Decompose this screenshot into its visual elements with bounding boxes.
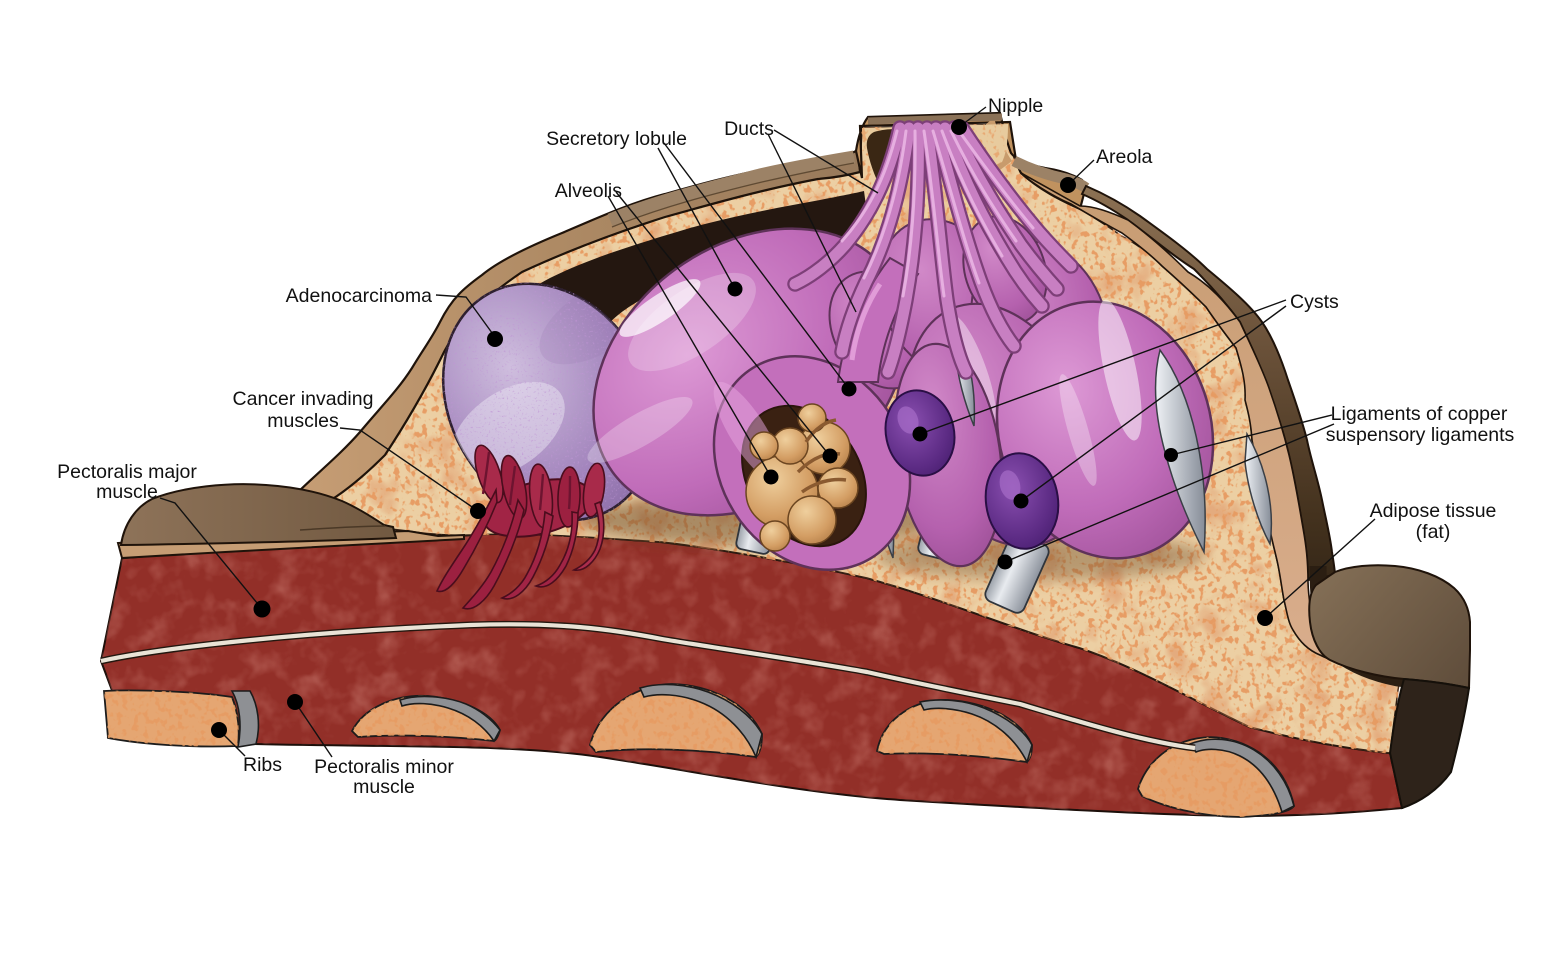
- svg-text:Areola: Areola: [1096, 146, 1153, 168]
- svg-text:Pectoralis minor: Pectoralis minor: [314, 756, 454, 778]
- svg-text:Pectoralis major: Pectoralis major: [57, 461, 197, 483]
- svg-text:Adipose tissue: Adipose tissue: [1370, 500, 1497, 522]
- svg-text:Cysts: Cysts: [1290, 291, 1339, 313]
- svg-text:Adenocarcinoma: Adenocarcinoma: [286, 285, 432, 307]
- svg-text:Alveolis: Alveolis: [555, 180, 622, 202]
- svg-text:Cancer invading: Cancer invading: [233, 388, 374, 410]
- svg-text:muscle: muscle: [96, 481, 158, 503]
- svg-text:Ribs: Ribs: [243, 754, 282, 776]
- svg-text:(fat): (fat): [1416, 521, 1451, 543]
- svg-text:suspensory ligaments: suspensory ligaments: [1326, 424, 1515, 446]
- svg-text:muscles: muscles: [267, 410, 339, 432]
- svg-text:Ducts: Ducts: [724, 118, 774, 140]
- svg-text:Secretory lobule: Secretory lobule: [546, 128, 687, 150]
- svg-text:Nipple: Nipple: [988, 95, 1043, 117]
- svg-text:muscle: muscle: [353, 776, 415, 798]
- svg-text:Ligaments of copper: Ligaments of copper: [1331, 403, 1508, 425]
